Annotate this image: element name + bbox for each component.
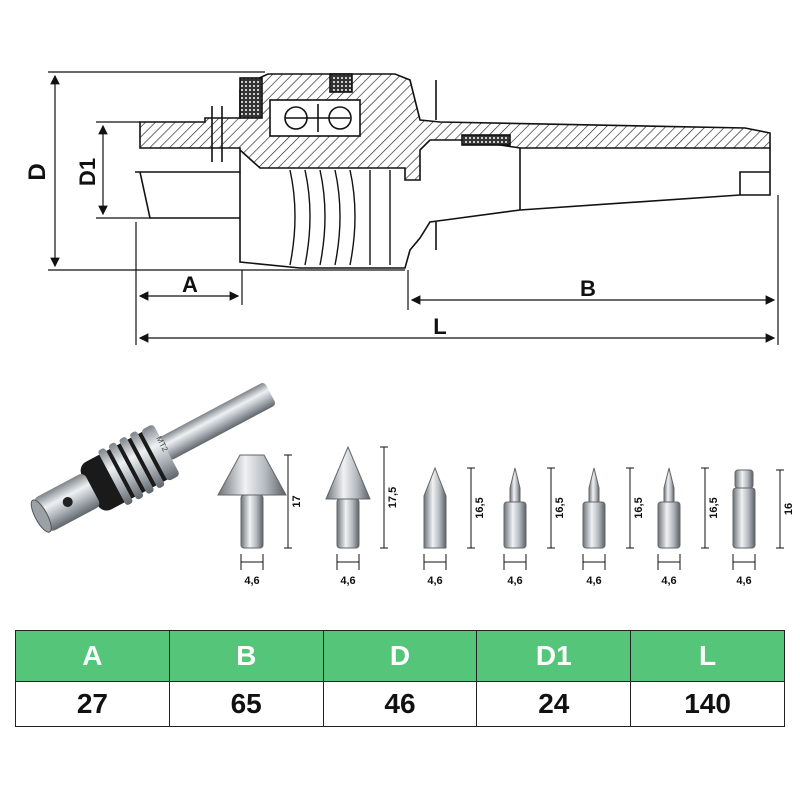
table-header-l: L — [630, 630, 785, 682]
tip-6: 16,5 4,6 — [657, 467, 720, 587]
tip-shank-label: 4,6 — [340, 575, 355, 587]
table-cell-a: 27 — [15, 681, 170, 727]
tip-shank-label: 4,6 — [586, 575, 601, 587]
interchangeable-tips: 174,617,54,616,54,616,54,616,54,616,54,6… — [217, 445, 795, 587]
dim-label-d: D — [24, 163, 51, 180]
drawing-outline — [135, 73, 771, 269]
tip-shank-label: 4,6 — [244, 575, 259, 587]
table-header-a: A — [15, 630, 170, 682]
table-header-d: D — [322, 630, 478, 682]
product-illustration: MT2 174,617,54,616,54,616,54,616,54,616,… — [30, 383, 795, 587]
tip-shank-label: 4,6 — [427, 575, 442, 587]
tip-5: 16,5 4,6 — [582, 467, 645, 587]
dimension-table: A B D D1 L 27 65 46 24 140 — [15, 630, 785, 727]
tip-shank-label: 4,6 — [507, 575, 522, 587]
dim-label-d1: D1 — [75, 158, 100, 186]
table-header-row: A B D D1 L — [15, 630, 785, 682]
table-cell-b: 65 — [168, 681, 324, 727]
tip-height-label: 16,5 — [474, 497, 486, 518]
table-cell-l: 140 — [630, 681, 785, 727]
live-center-image: MT2 — [30, 383, 276, 533]
technical-drawing: D D1 A B L — [24, 71, 779, 345]
tip-height-label: 17 — [291, 495, 303, 507]
table-header-b: B — [168, 630, 324, 682]
table-cell-d1: 24 — [476, 681, 632, 727]
dim-label-l: L — [433, 314, 446, 339]
table-header-d1: D1 — [476, 630, 632, 682]
dim-label-a: A — [182, 272, 198, 297]
table-row: 27 65 46 24 140 — [15, 681, 785, 727]
tip-height-label: 16 — [783, 503, 795, 515]
tip-7: 164,6 — [732, 469, 795, 587]
dim-label-b: B — [580, 276, 596, 301]
tip-shank-label: 4,6 — [736, 575, 751, 587]
tip-height-label: 16,5 — [554, 497, 566, 518]
tip-height-label: 17,5 — [387, 487, 399, 508]
tip-height-label: 16,5 — [633, 497, 645, 518]
tip-2: 17,5 4,6 — [325, 445, 399, 587]
dimension-lines — [48, 71, 779, 345]
tip-shank-label: 4,6 — [661, 575, 676, 587]
tip-4: 16,5 4,6 — [503, 467, 566, 587]
table-cell-d: 46 — [322, 681, 478, 727]
tip-1: 174,6 — [217, 454, 303, 587]
tip-height-label: 16,5 — [708, 497, 720, 518]
tip-3: 16,5 4,6 — [423, 466, 486, 587]
